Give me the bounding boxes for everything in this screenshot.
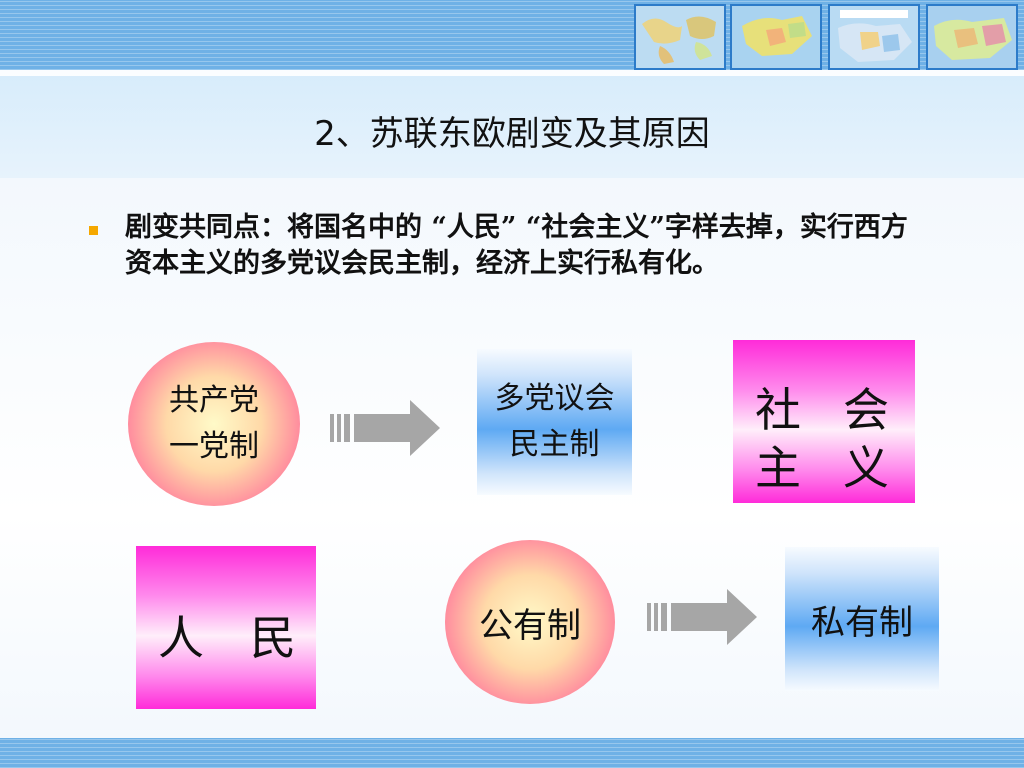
- arrow-right-icon: [647, 589, 757, 645]
- bullet-text: 剧变共同点：将国名中的 “人民” “社会主义”字样去掉，实行西方资本主义的多党议…: [125, 212, 908, 279]
- box-socialism-char1: 社: [755, 383, 801, 437]
- circle-public-ownership: 公有制: [445, 540, 615, 704]
- box-socialism-char3: 主: [755, 441, 801, 495]
- box-private-ownership: 私有制: [785, 547, 939, 691]
- box-people-char2: 民: [250, 611, 296, 665]
- box-private-ownership-label: 私有制: [811, 602, 913, 643]
- bullet-square-icon: [89, 226, 98, 235]
- box-multiparty-democracy: 多党议会 民主制: [477, 349, 632, 495]
- map-thumbnail-eastern-europe: [828, 4, 920, 70]
- circle-one-party-system: 共产党 一党制: [128, 342, 300, 506]
- box-socialism-char2: 会: [843, 383, 889, 437]
- box-multiparty-line1: 多党议会: [494, 381, 615, 416]
- title-band: [0, 70, 1024, 178]
- box-socialism: 社 会 主 义: [733, 340, 915, 503]
- map-thumbnail-soviet: [926, 4, 1018, 70]
- circle-one-party-line2: 一党制: [169, 429, 259, 464]
- map-thumbnail-world: [634, 4, 726, 70]
- box-multiparty-line2: 民主制: [509, 427, 600, 462]
- box-socialism-char4: 义: [843, 441, 889, 495]
- circle-one-party-line1: 共产党: [169, 383, 259, 418]
- box-people: 人 民: [136, 546, 316, 709]
- arrow-right-icon: [330, 400, 440, 456]
- box-people-char1: 人: [158, 611, 204, 665]
- map-thumbnail-europe: [730, 4, 822, 70]
- slide-title: 2、苏联东欧剧变及其原因: [314, 114, 710, 154]
- footer-band: [0, 738, 1024, 768]
- circle-public-ownership-label: 公有制: [479, 605, 581, 646]
